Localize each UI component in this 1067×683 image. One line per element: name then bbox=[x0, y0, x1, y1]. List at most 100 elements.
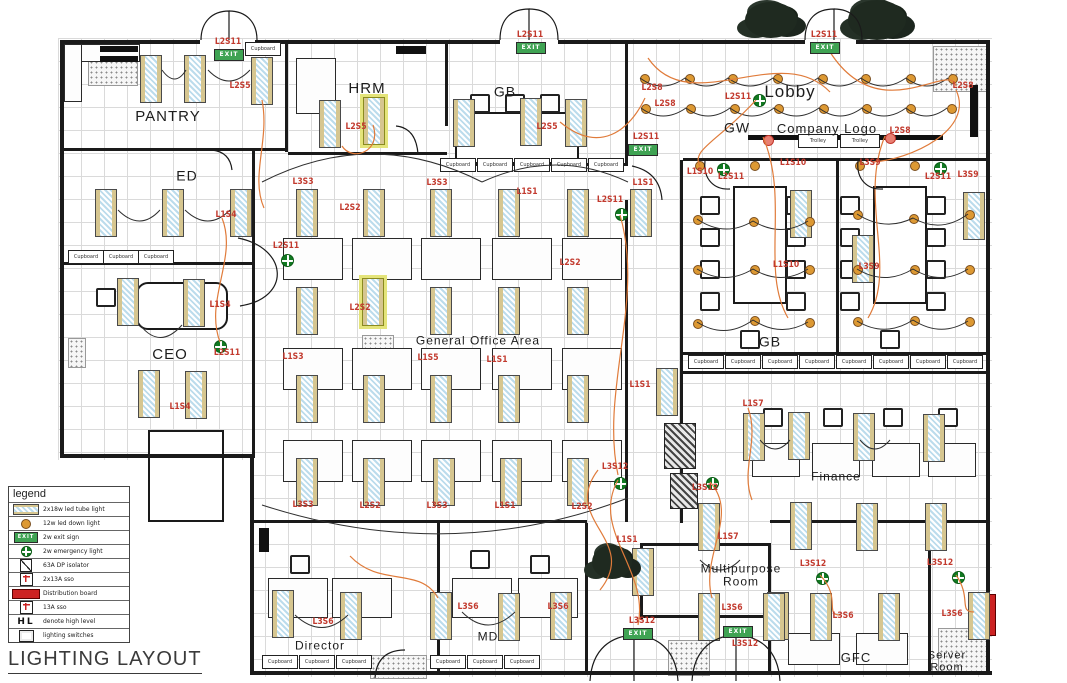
furniture-chair bbox=[530, 555, 550, 574]
tube-light bbox=[230, 189, 252, 237]
furniture-chair bbox=[700, 260, 720, 279]
legend-item-dp-isolator: 63A DP isolator bbox=[9, 558, 129, 572]
tube-light-icon bbox=[9, 504, 43, 515]
tube-light bbox=[183, 279, 205, 327]
tube-light bbox=[498, 375, 520, 423]
room-label: GB bbox=[758, 333, 782, 350]
furniture-chair bbox=[926, 228, 946, 247]
wall-segment bbox=[683, 352, 988, 355]
wall-segment bbox=[768, 640, 771, 673]
room-label: Lobby bbox=[764, 82, 816, 102]
down-light bbox=[947, 104, 957, 114]
furniture-chair bbox=[700, 196, 720, 215]
tree-icon bbox=[592, 545, 632, 579]
tube-light bbox=[251, 57, 273, 105]
furniture-chair bbox=[540, 94, 560, 113]
circuit-label: L1S1 bbox=[494, 501, 516, 511]
cupboard-label: Cupboard bbox=[910, 355, 946, 369]
circuit-label: L3S12 bbox=[628, 616, 656, 626]
circuit-label: L2S11 bbox=[516, 30, 544, 40]
tree-icon bbox=[745, 2, 797, 38]
down-light bbox=[641, 104, 651, 114]
wall-segment bbox=[986, 40, 990, 675]
down-light bbox=[965, 210, 975, 220]
furniture-desk bbox=[283, 348, 343, 390]
cupboard-label: Cupboard bbox=[873, 355, 909, 369]
circuit-label: L2S5 bbox=[536, 122, 558, 132]
tube-light bbox=[433, 458, 455, 506]
room-label: GB bbox=[493, 83, 517, 100]
circuit-label: L3S6 bbox=[941, 609, 963, 619]
emergency-light bbox=[281, 254, 294, 267]
circuit-label: L1S4 bbox=[209, 300, 231, 310]
tube-light bbox=[363, 458, 385, 506]
room-label: ED bbox=[176, 167, 198, 184]
furniture-chair bbox=[840, 292, 860, 311]
high-level-glyph: HL bbox=[17, 616, 35, 627]
legend-item-label: Distribution board bbox=[43, 590, 98, 597]
circuit-label: L1S10 bbox=[686, 167, 714, 177]
tube-light bbox=[853, 413, 875, 461]
wall-segment bbox=[683, 371, 988, 374]
wall-segment bbox=[683, 158, 988, 161]
tube-light bbox=[162, 189, 184, 237]
furniture-chair bbox=[470, 550, 490, 569]
tube-light bbox=[550, 592, 572, 640]
tube-light bbox=[567, 458, 589, 506]
exit-sign-glyph: EXIT bbox=[14, 532, 38, 543]
cupboard-label: Cupboard bbox=[138, 250, 174, 264]
black-bar bbox=[100, 46, 138, 52]
cupboard-label: Cupboard bbox=[467, 655, 503, 669]
circuit-label: L2S8 bbox=[654, 99, 676, 109]
furniture-chair bbox=[700, 228, 720, 247]
wall-segment bbox=[252, 148, 255, 458]
tube-light bbox=[430, 375, 452, 423]
tube-light bbox=[498, 287, 520, 335]
furniture-desk bbox=[64, 44, 82, 102]
room-label: MD bbox=[477, 629, 499, 644]
circuit-label: L2S11 bbox=[272, 241, 300, 251]
wall-segment bbox=[585, 523, 588, 671]
furniture-chair bbox=[926, 292, 946, 311]
tube-light bbox=[852, 235, 874, 283]
tube-light bbox=[319, 100, 341, 148]
dp-isolator-glyph bbox=[20, 559, 32, 572]
tube-light bbox=[790, 190, 812, 238]
circuit-label: L1S1 bbox=[629, 380, 651, 390]
circuit-label: L1S1 bbox=[616, 535, 638, 545]
legend-item-high-level: HL denote high level bbox=[9, 614, 129, 628]
circuit-label: L1S4 bbox=[215, 210, 237, 220]
cupboard-label: Cupboard bbox=[245, 42, 281, 56]
tube-light bbox=[810, 593, 832, 641]
wall-segment bbox=[255, 40, 500, 44]
cupboard-label: Cupboard bbox=[836, 355, 872, 369]
room-label: Multipurpose Room bbox=[700, 561, 782, 588]
wall-segment bbox=[440, 520, 587, 523]
circuit-label: L2S8 bbox=[952, 81, 974, 91]
legend-item-emergency-light: 2w emergency light bbox=[9, 544, 129, 558]
legend-header: legend bbox=[13, 488, 47, 500]
circuit-label: L3S3 bbox=[426, 501, 448, 511]
down-light bbox=[805, 318, 815, 328]
cupboard-label: Cupboard bbox=[68, 250, 104, 264]
down-light bbox=[906, 74, 916, 84]
stipple-area bbox=[370, 655, 427, 679]
tube-light bbox=[968, 592, 990, 640]
legend-item-label: denote high level bbox=[43, 618, 96, 625]
tube-light bbox=[856, 503, 878, 551]
tube-light bbox=[698, 503, 720, 551]
circuit-label: L1S7 bbox=[717, 532, 739, 542]
tube-light bbox=[184, 55, 206, 103]
circuit-label: L2S2 bbox=[349, 303, 371, 313]
exit-sign: EXIT bbox=[623, 628, 653, 640]
cupboard-label: Cupboard bbox=[299, 655, 335, 669]
tube-light bbox=[185, 371, 207, 419]
lighting-switch-icon bbox=[9, 629, 43, 642]
circuit-label: L3S9 bbox=[859, 158, 881, 168]
tube-light bbox=[140, 55, 162, 103]
circuit-label: L1S10 bbox=[772, 260, 800, 270]
down-light bbox=[965, 317, 975, 327]
tube-light bbox=[363, 375, 385, 423]
room-label: Director bbox=[294, 638, 346, 653]
